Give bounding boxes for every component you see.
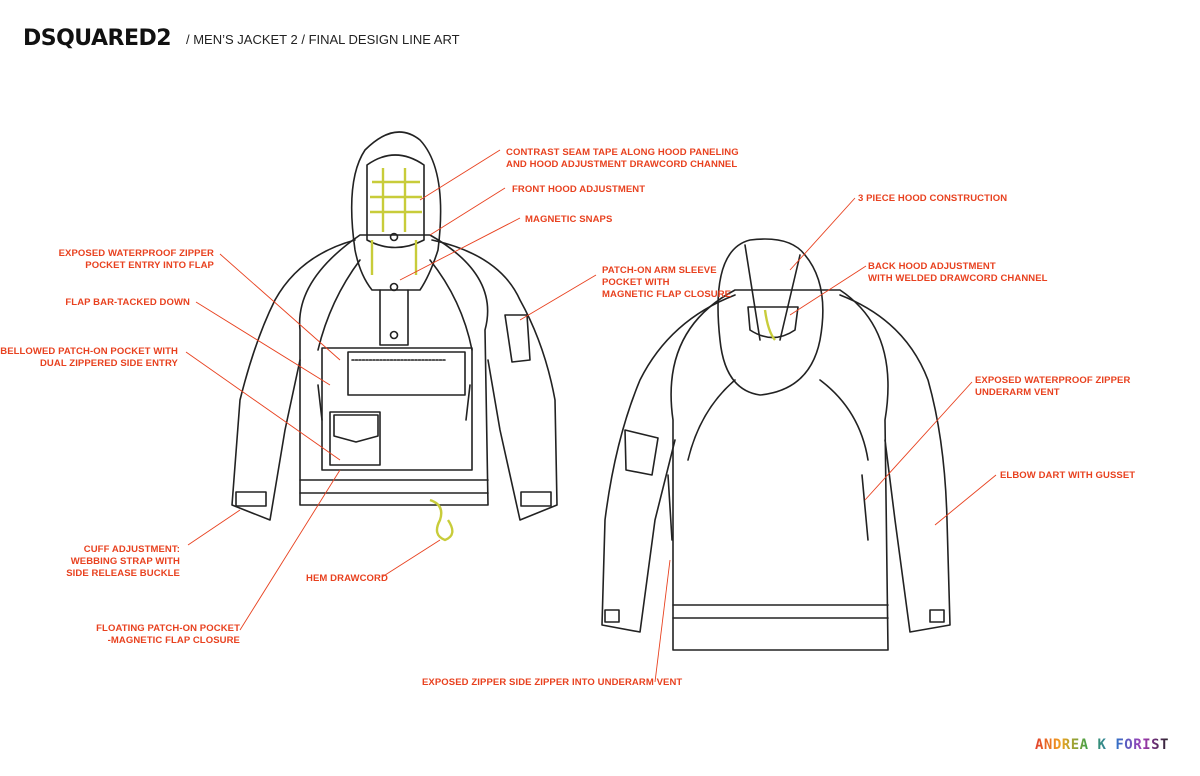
back-right-sleeve (839, 294, 951, 633)
front-placket (379, 289, 409, 346)
callout-floating-pocket: FLOATING PATCH-ON POCKET -MAGNETIC FLAP … (96, 623, 240, 646)
leader-lines (185, 149, 997, 683)
callout-hood-construction: 3 PIECE HOOD CONSTRUCTION (858, 193, 1008, 204)
brand-logo: DSQUARED2 (23, 26, 172, 51)
front-floating-pocket (329, 411, 381, 466)
callout-underarm-vent: EXPOSED WATERPROOF ZIPPER UNDERARM VENT (975, 375, 1131, 398)
callout-back-hood-adjust: BACK HOOD ADJUSTMENT WITH WELDED DRAWCOR… (868, 261, 1048, 284)
callout-side-zipper: EXPOSED ZIPPER SIDE ZIPPER INTO UNDERARM… (422, 677, 683, 688)
callout-magnetic-snaps: MAGNETIC SNAPS (525, 214, 613, 225)
contrast-tape (370, 168, 776, 542)
front-bellowed-pocket (321, 347, 473, 471)
hem-drawcord (429, 498, 454, 542)
front-jacket (231, 131, 558, 521)
callout-bellowed-pocket: BELLOWED PATCH-ON POCKET WITH DUAL ZIPPE… (0, 346, 178, 369)
callout-waterproof-zipper: EXPOSED WATERPROOF ZIPPER POCKET ENTRY I… (58, 248, 214, 271)
front-left-cuff-buckle (235, 491, 267, 507)
back-left-sleeve (601, 294, 736, 633)
front-hood (350, 131, 442, 291)
callout-front-hood-adjust: FRONT HOOD ADJUSTMENT (512, 184, 646, 195)
callout-contrast-seam: CONTRAST SEAM TAPE ALONG HOOD PANELING A… (506, 147, 739, 170)
callout-cuff-adjust: CUFF ADJUSTMENT: WEBBING STRAP WITH SIDE… (66, 544, 180, 579)
front-body-outline (298, 234, 489, 506)
callout-flap-bar: FLAP BAR-TACKED DOWN (65, 297, 190, 308)
page-subtitle: / MEN’S JACKET 2 / FINAL DESIGN LINE ART (186, 32, 460, 47)
callout-arm-sleeve-pocket: PATCH-ON ARM SLEEVE POCKET WITH MAGNETIC… (602, 265, 732, 300)
front-arm-pocket (504, 314, 531, 363)
designer-signature: ANDREA K FORIST (1034, 737, 1170, 759)
callout-hem-drawcord: HEM DRAWCORD (306, 573, 388, 584)
back-body-outline (670, 289, 889, 651)
back-hood (717, 238, 824, 396)
front-right-cuff-buckle (520, 491, 552, 507)
callout-elbow-dart: ELBOW DART WITH GUSSET (1000, 470, 1136, 481)
front-right-sleeve (431, 239, 558, 521)
front-left-sleeve (231, 239, 356, 521)
back-arm-pocket (624, 429, 659, 476)
